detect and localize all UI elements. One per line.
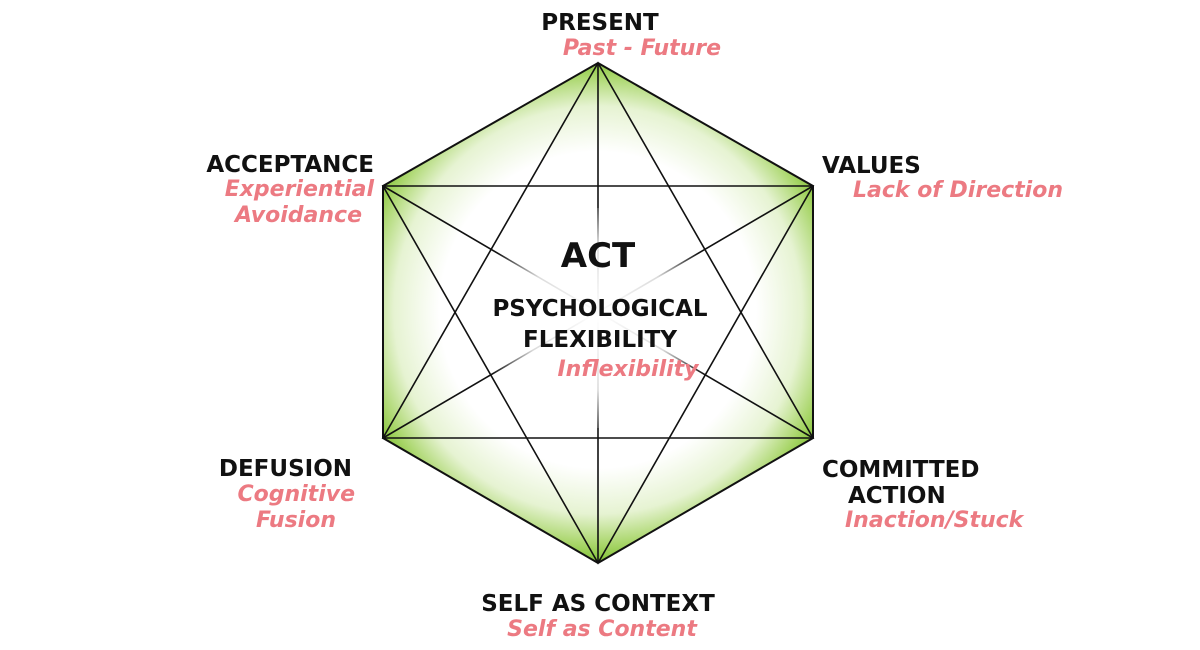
committed-action-sub: Inaction/Stuck bbox=[845, 508, 1025, 533]
center-sub-label: Inflexibility bbox=[557, 357, 700, 382]
defusion-sub-line1: Cognitive bbox=[237, 482, 355, 507]
center-title-line1: PSYCHOLOGICAL bbox=[492, 296, 707, 322]
defusion-sub-line2: Fusion bbox=[256, 508, 336, 533]
self-as-context-title: SELF AS CONTEXT bbox=[481, 591, 715, 617]
center-title-line2: FLEXIBILITY bbox=[523, 327, 677, 353]
center-act-label: ACT bbox=[561, 236, 636, 276]
acceptance-sub-line2: Avoidance bbox=[233, 203, 362, 228]
present-title: PRESENT bbox=[541, 10, 659, 36]
acceptance-title: ACCEPTANCE bbox=[206, 152, 374, 178]
defusion-title: DEFUSION bbox=[219, 456, 352, 482]
values-sub: Lack of Direction bbox=[853, 178, 1063, 203]
present-sub: Past - Future bbox=[563, 36, 721, 61]
center-fade bbox=[448, 208, 748, 428]
self-as-context-sub: Self as Content bbox=[507, 617, 698, 642]
values-title: VALUES bbox=[822, 153, 921, 179]
committed-action-title-line2: ACTION bbox=[848, 483, 946, 509]
committed-action-title-line1: COMMITTED bbox=[822, 457, 979, 483]
acceptance-sub-line1: Experiential bbox=[225, 177, 375, 202]
